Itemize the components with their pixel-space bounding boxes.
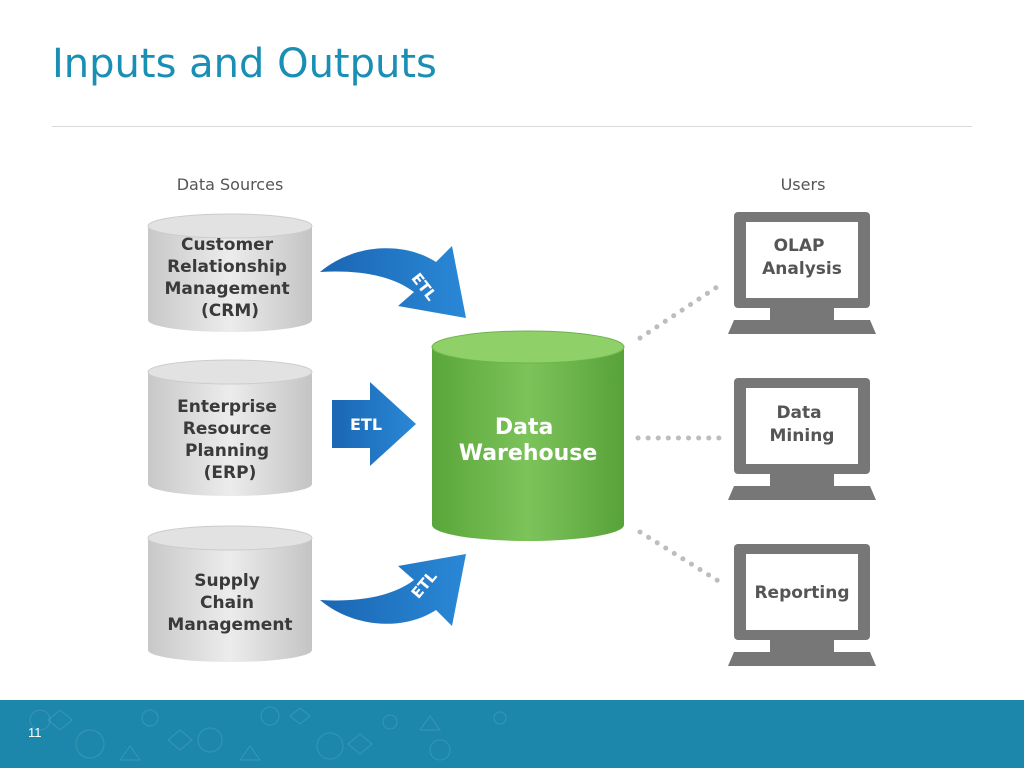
source-erp-line-2: Resource (183, 419, 272, 439)
source-scm-line-3: Management (167, 615, 292, 635)
svg-text:Supply Chain Manag: Supply Chain Management (167, 571, 292, 635)
svg-text:Data Warehouse: Data Warehouse (459, 415, 598, 466)
slide-title: Inputs and Outputs (52, 41, 437, 87)
source-erp-line-4: (ERP) (204, 463, 257, 483)
footer-bar (0, 700, 1024, 768)
source-crm-line-4: (CRM) (201, 301, 259, 321)
monitor-mining-line-2: Mining (770, 426, 835, 446)
monitor-mining-line-1: Data (776, 403, 821, 423)
source-scm-line-2: Chain (200, 593, 254, 613)
monitor-reporting-label: Reporting (754, 583, 849, 603)
warehouse-line-1: Data (495, 415, 553, 440)
source-cylinder-scm: Supply Chain Management (147, 525, 313, 662)
footer-pattern (29, 706, 507, 761)
monitor-olap: OLAP Analysis (728, 212, 876, 334)
title-divider (52, 126, 972, 127)
data-sources-heading: Data Sources (177, 175, 284, 194)
data-warehouse-cylinder: Data Warehouse (431, 330, 625, 541)
etl-arrow-middle: ETL (332, 382, 416, 466)
etl-arrow-top: ETL (320, 246, 466, 318)
source-cylinder-erp: Enterprise Resource Planning (ERP) (147, 359, 313, 496)
svg-text:OLAP Analysis: OLAP Analysis (762, 236, 842, 279)
source-erp-line-1: Enterprise (177, 397, 277, 417)
source-scm-line-1: Supply (194, 571, 260, 591)
etl-label-middle: ETL (350, 415, 382, 434)
source-cylinder-crm: Customer Relationship Management (CRM) (147, 213, 313, 332)
connector-reporting (637, 529, 723, 585)
monitor-data-mining: Data Mining (728, 378, 876, 500)
source-erp-line-3: Planning (185, 441, 269, 461)
warehouse-line-2: Warehouse (459, 441, 598, 466)
users-heading: Users (781, 175, 826, 194)
monitor-reporting: Reporting (728, 544, 876, 666)
connector-olap (637, 282, 723, 341)
page-number: 11 (28, 725, 42, 740)
svg-text:Customer Relationship: Customer Relationship Management (CRM) (164, 235, 295, 321)
connector-dots (635, 282, 725, 585)
source-crm-line-3: Management (164, 279, 289, 299)
monitor-olap-line-1: OLAP (774, 236, 825, 256)
etl-diagram: Data Sources Users Customer Relationship… (147, 175, 876, 666)
source-crm-line-2: Relationship (167, 257, 287, 277)
etl-arrow-bottom: ETL (320, 554, 466, 626)
source-crm-line-1: Customer (181, 235, 274, 255)
monitor-olap-line-2: Analysis (762, 259, 842, 279)
svg-text:Data Mining: Data Mining (770, 403, 835, 446)
svg-text:Enterprise Resource: Enterprise Resource Planning (ERP) (177, 397, 283, 483)
